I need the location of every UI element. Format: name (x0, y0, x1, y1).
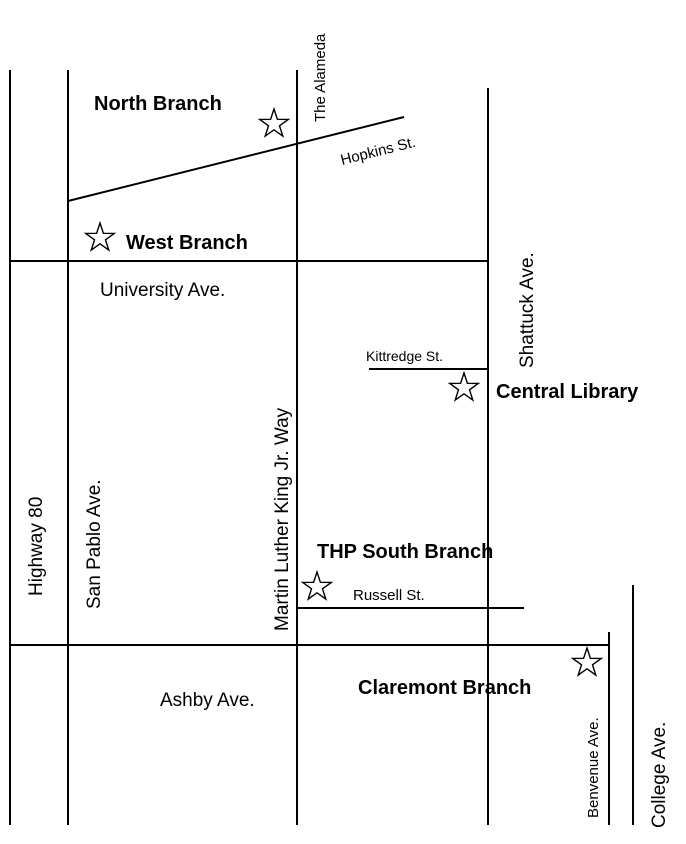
north-branch-star-icon (259, 108, 289, 137)
kittredge-label: Kittredge St. (366, 348, 443, 364)
hopkins-label: Hopkins St. (339, 134, 418, 169)
benvenue-label: Benvenue Ave. (585, 717, 602, 818)
ashby-label: Ashby Ave. (160, 690, 255, 711)
san-pablo-label: San Pablo Ave. (84, 479, 105, 609)
north-branch-label: North Branch (94, 93, 222, 115)
central-library-label: Central Library (496, 381, 639, 403)
west-branch-label: West Branch (126, 232, 248, 254)
mlk-label: Martin Luther King Jr. Way (272, 407, 293, 631)
college-label: College Ave. (649, 722, 670, 828)
russell-label: Russell St. (353, 587, 425, 604)
thp-south-branch-star-icon (302, 571, 332, 600)
claremont-branch-label: Claremont Branch (358, 677, 531, 699)
hopkins-road (67, 116, 405, 202)
west-branch-star-icon (84, 222, 116, 251)
central-library-star-icon (449, 372, 479, 401)
shattuck-label: Shattuck Ave. (517, 252, 538, 368)
claremont-branch-star-icon (572, 647, 602, 676)
university-label: University Ave. (100, 280, 225, 301)
the-alameda-label: The Alameda (312, 33, 329, 122)
highway-80-label: Highway 80 (26, 497, 47, 596)
thp-south-branch-label: THP South Branch (317, 541, 493, 563)
